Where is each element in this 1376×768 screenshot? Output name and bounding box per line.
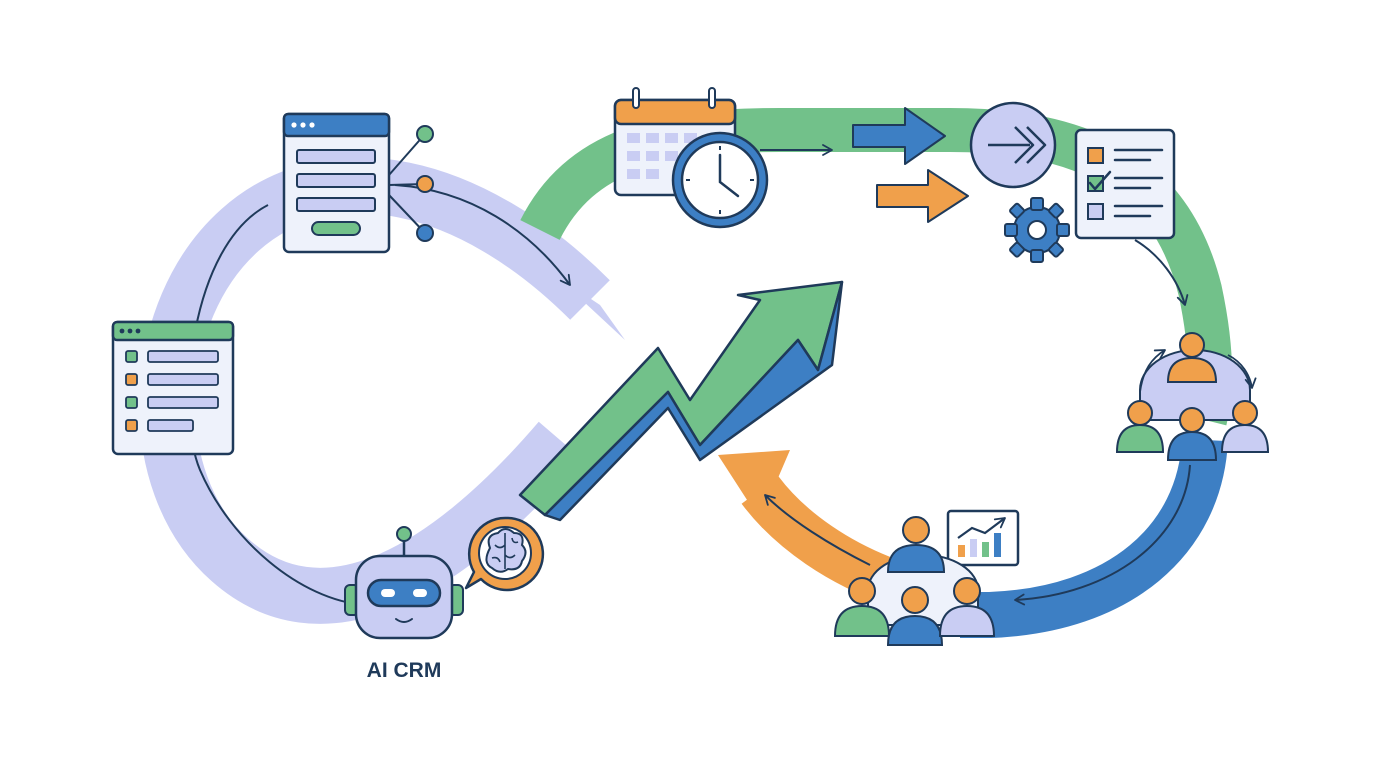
fast-forward-icon [969, 101, 1057, 189]
flow-line-orange [764, 494, 871, 566]
lavender-band-tip [555, 275, 625, 340]
growth-arrow-blue [543, 280, 844, 522]
flow-line-bottom-right [1014, 464, 1191, 606]
forward-arrows [852, 107, 969, 223]
clock-icon [671, 131, 769, 229]
person-top [1166, 332, 1218, 383]
node-branch-icon [388, 125, 434, 242]
flow-line-left-loop [187, 204, 366, 606]
person-middle [1166, 407, 1218, 461]
brain-chat-icon [464, 516, 545, 592]
orange-band-head [718, 450, 790, 520]
flow-lines [187, 144, 1191, 606]
person-lead [886, 516, 946, 573]
gear-icon [1004, 197, 1070, 263]
orange-forward-arrow [876, 169, 969, 223]
blue-band [960, 438, 1228, 638]
person-bottom-right [938, 577, 996, 637]
person-left [1115, 400, 1165, 453]
person-right [1220, 400, 1270, 453]
growth-arrow-icon [518, 280, 844, 522]
blue-forward-arrow [852, 107, 946, 165]
robot-icon [344, 526, 464, 640]
growth-chart-icon [946, 509, 1020, 567]
team-meeting-icon [833, 516, 996, 646]
checklist-icon [1074, 128, 1176, 240]
person-bottom-left [833, 577, 891, 637]
person-bottom-middle [886, 586, 944, 646]
web-form-icon [282, 112, 391, 254]
list-window-icon [111, 320, 235, 456]
ai-crm-label: AI CRM [367, 659, 442, 682]
team-cycle-icon [1115, 332, 1270, 461]
flow-line-right-down [1134, 239, 1189, 306]
